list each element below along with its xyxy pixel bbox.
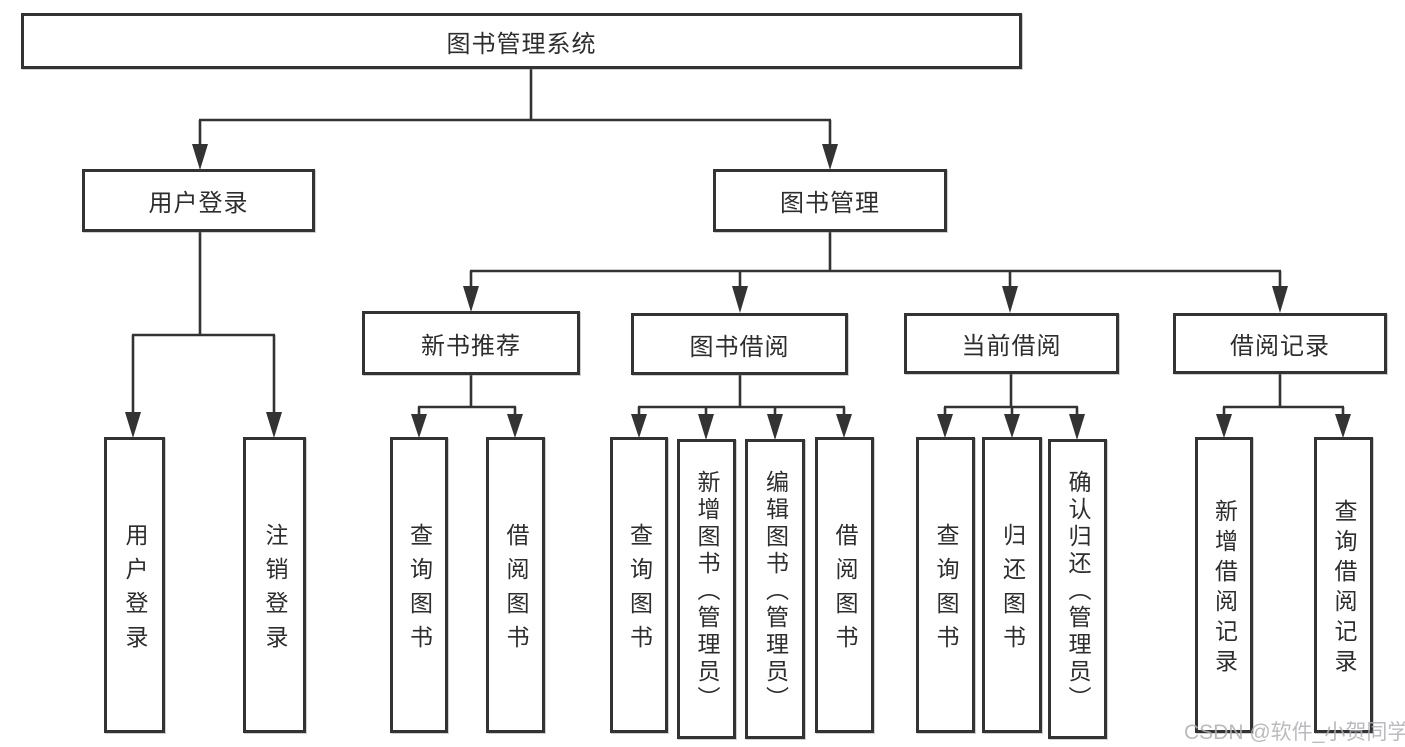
- node-bb-search-books: 查询图书: [610, 437, 668, 733]
- node-label: 用户登录: [148, 190, 249, 217]
- connector-book-management-to-level3: [463, 232, 1288, 313]
- node-bb-add-books-admin: 新增图书（管理员）: [677, 439, 736, 739]
- connector-root-to-level2: [192, 69, 838, 170]
- node-label: 用户登录: [122, 522, 148, 659]
- node-br-search-borrow-record: 查询借阅记录: [1314, 437, 1373, 733]
- node-label: 当前借阅: [961, 333, 1062, 360]
- node-user-login: 用户登录: [82, 169, 315, 232]
- node-label: 新书推荐: [421, 332, 521, 360]
- node-label: 查询图书: [933, 522, 959, 659]
- node-label: 借阅图书: [503, 522, 529, 659]
- node-label: 借阅记录: [1230, 333, 1330, 360]
- connector-current-borrow-to-leaves: [937, 374, 1085, 440]
- connector-book-borrow-to-leaves: [631, 375, 852, 440]
- node-cb-return-books: 归还图书: [982, 437, 1042, 733]
- node-label: 确认归还（管理员）: [1065, 469, 1091, 713]
- node-user-login-action: 用户登录: [104, 437, 165, 733]
- node-label: 编辑图书（管理员）: [762, 469, 789, 713]
- node-book-borrowing: 图书借阅: [631, 313, 848, 375]
- node-label: 图书借阅: [689, 333, 790, 361]
- connector-new-book-to-leaves: [411, 375, 523, 438]
- node-label: 查询图书: [406, 522, 433, 659]
- node-cb-confirm-return-admin: 确认归还（管理员）: [1048, 439, 1107, 739]
- node-nbr-borrow-books: 借阅图书: [486, 437, 545, 733]
- node-br-add-borrow-record: 新增借阅记录: [1195, 437, 1253, 733]
- node-logout-action: 注销登录: [243, 437, 306, 733]
- node-label: 查询图书: [626, 522, 653, 659]
- node-label: 借阅图书: [832, 522, 858, 659]
- connector-user-login-to-leaves: [125, 232, 282, 438]
- node-label: 归还图书: [999, 522, 1026, 659]
- node-current-borrowing: 当前借阅: [904, 313, 1119, 374]
- csdn-watermark: CSDN @软件_小贺同学: [1184, 721, 1405, 744]
- node-label: 新增图书（管理员）: [694, 469, 720, 713]
- node-label: 图书管理系统: [446, 30, 597, 58]
- node-new-book-recommendation: 新书推荐: [362, 311, 580, 375]
- node-nbr-search-books: 查询图书: [390, 437, 448, 733]
- node-bb-borrow-books: 借阅图书: [815, 437, 874, 733]
- node-cb-search-books: 查询图书: [916, 437, 975, 733]
- node-library-system: 图书管理系统: [21, 13, 1022, 69]
- node-label: 新增借阅记录: [1211, 498, 1238, 679]
- node-label: 注销登录: [262, 522, 288, 659]
- node-label: 查询借阅记录: [1331, 498, 1357, 679]
- node-label: 图书管理: [780, 190, 880, 217]
- node-bb-edit-books-admin: 编辑图书（管理员）: [745, 439, 805, 739]
- node-book-management: 图书管理: [713, 169, 947, 232]
- connector-borrow-records-to-leaves: [1216, 374, 1351, 438]
- node-borrowing-records: 借阅记录: [1173, 313, 1387, 374]
